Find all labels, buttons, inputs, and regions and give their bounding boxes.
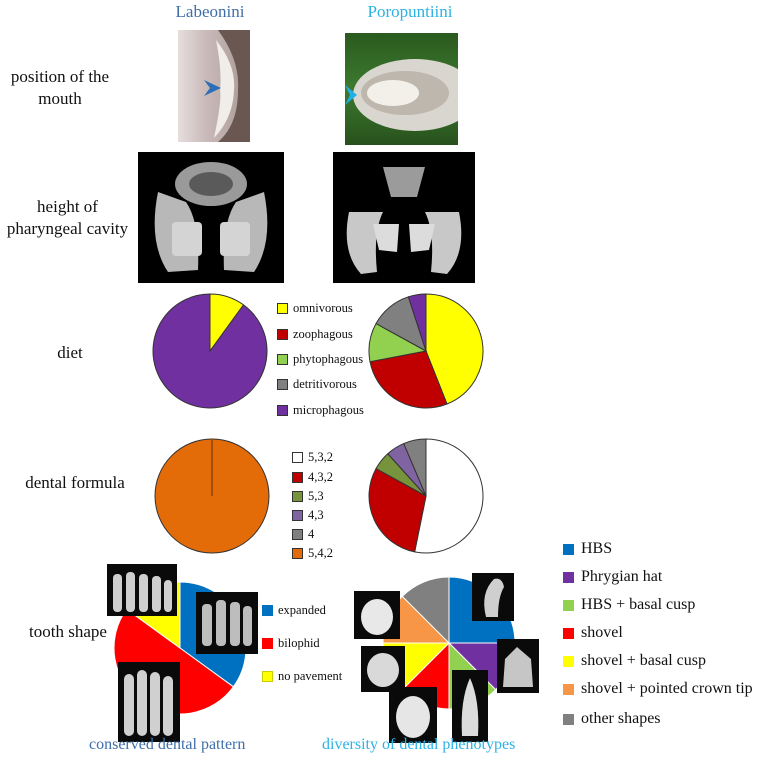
legend-tooth-shovel: shovel	[563, 624, 623, 642]
legend-label: Phrygian hat	[581, 568, 663, 585]
legend-tooth-shovel-basal-cusp: shovel + basal cusp	[563, 652, 706, 670]
legend-dental-53: 5,3	[292, 489, 324, 504]
dental-poropuntiini-slice-4	[403, 438, 427, 497]
row-label-dental: dental formula	[25, 473, 125, 492]
photo-tooth-hbs	[472, 573, 514, 621]
legend-dental-4: 4	[292, 527, 314, 542]
legend-diet-phytophagous: phytophagous	[277, 352, 363, 367]
row-label-mouth: position of the mouth	[10, 67, 110, 108]
legend-swatch	[292, 491, 303, 502]
legend-tooth-no-pavement: no pavement	[262, 669, 342, 684]
legend-swatch	[262, 605, 273, 616]
legend-tooth-bilophid: bilophid	[262, 636, 320, 651]
photo-mouth-poropuntiini	[345, 33, 458, 145]
legend-swatch	[292, 510, 303, 521]
legend-diet-microphagous: microphagous	[277, 403, 364, 418]
legend-dental-532: 5,3,2	[292, 450, 333, 465]
legend-swatch	[563, 627, 574, 639]
diet-poropuntiini-slice-omnivorous	[425, 293, 484, 405]
legend-swatch	[563, 571, 574, 583]
legend-label: detritivorous	[293, 377, 357, 391]
legend-swatch	[262, 638, 273, 649]
legend-label: other shapes	[581, 710, 661, 727]
legend-swatch	[277, 303, 288, 314]
footer-diversity-phenotypes: diversity of dental phenotypes	[322, 736, 516, 753]
photo-tooth-shovel	[361, 646, 405, 692]
legend-tooth-expanded: expanded	[262, 603, 326, 618]
row-label-cavity: height of pharyngeal cavity	[6, 197, 129, 238]
legend-dental-432: 4,3,2	[292, 470, 333, 485]
legend-label: shovel	[581, 624, 623, 641]
legend-label: omnivorous	[293, 301, 353, 315]
photo-tooth-hbs-basal-cusp	[452, 670, 488, 742]
legend-tooth-hbs-basal-cusp: HBS + basal cusp	[563, 596, 695, 614]
legend-swatch	[262, 671, 273, 682]
legend-swatch	[563, 655, 574, 667]
legend-swatch	[277, 329, 288, 340]
legend-swatch	[277, 379, 288, 390]
row-label-tooth: tooth shape	[29, 622, 107, 641]
legend-swatch	[563, 683, 574, 695]
legend-tooth-shovel-pointed: shovel + pointed crown tip	[563, 680, 753, 698]
tooth-poropuntiini-slice-other-shapes	[401, 576, 450, 645]
legend-label: 4,3,2	[308, 470, 333, 484]
footer-conserved-pattern: conserved dental pattern	[89, 736, 246, 753]
diet-poropuntiini-slice-zoophagous	[369, 350, 448, 409]
photo-tooth-phrygian	[497, 639, 539, 693]
legend-swatch	[292, 472, 303, 483]
legend-label: 5,3,2	[308, 450, 333, 464]
legend-diet-zoophagous: zoophagous	[277, 327, 353, 342]
dental-poropuntiini-slice-4-3-2	[368, 467, 427, 553]
dental-poropuntiini-slice-5-3-2	[414, 438, 484, 554]
legend-diet-detritivorous: detritivorous	[277, 377, 357, 392]
legend-label: 5,4,2	[308, 546, 333, 560]
legend-swatch	[277, 354, 288, 365]
legend-label: 4	[308, 527, 315, 541]
column-header-labeonini: Labeonini	[175, 2, 245, 21]
legend-swatch	[563, 543, 574, 555]
legend-label: microphagous	[293, 403, 364, 417]
column-header-poropuntiini: Poropuntiini	[367, 2, 453, 21]
legend-label: zoophagous	[293, 327, 353, 341]
legend-label: 4,3	[308, 508, 324, 522]
photo-pharyngeal-labeonini	[138, 152, 284, 283]
legend-label: expanded	[278, 603, 326, 617]
legend-swatch	[563, 599, 574, 611]
legend-tooth-other: other shapes	[563, 710, 661, 728]
legend-dental-43: 4,3	[292, 508, 324, 523]
photo-tooth-shovel-basal-cusp	[389, 687, 437, 743]
photo-tooth-left-bottom	[118, 662, 180, 742]
legend-label: shovel + basal cusp	[581, 652, 706, 669]
photo-mouth-labeonini	[178, 30, 250, 142]
legend-swatch	[292, 548, 303, 559]
photo-pharyngeal-poropuntiini	[333, 152, 475, 283]
legend-label: bilophid	[278, 636, 320, 650]
legend-diet-omnivorous: omnivorous	[277, 301, 353, 316]
legend-label: phytophagous	[293, 352, 364, 366]
legend-swatch	[277, 405, 288, 416]
legend-dental-542: 5,4,2	[292, 546, 333, 561]
legend-swatch	[563, 713, 574, 725]
legend-label: 5,3	[308, 489, 324, 503]
legend-swatch	[292, 452, 303, 463]
legend-label: no pavement	[278, 669, 343, 683]
legend-tooth-phrygian-hat: Phrygian hat	[563, 568, 662, 586]
legend-tooth-hbs: HBS	[563, 540, 612, 558]
diet-labeonini-slice-microphagous	[152, 293, 268, 409]
legend-label: HBS	[581, 540, 613, 557]
diet-poropuntiini-slice-microphagous	[407, 293, 427, 352]
photo-tooth-left-top	[107, 564, 177, 616]
legend-label: HBS + basal cusp	[581, 596, 696, 613]
legend-label: shovel + pointed crown tip	[581, 680, 753, 697]
legend-swatch	[292, 529, 303, 540]
photo-tooth-shovel-pointed	[354, 591, 400, 639]
photo-tooth-left-right	[196, 592, 258, 654]
row-label-diet: diet	[57, 343, 83, 362]
